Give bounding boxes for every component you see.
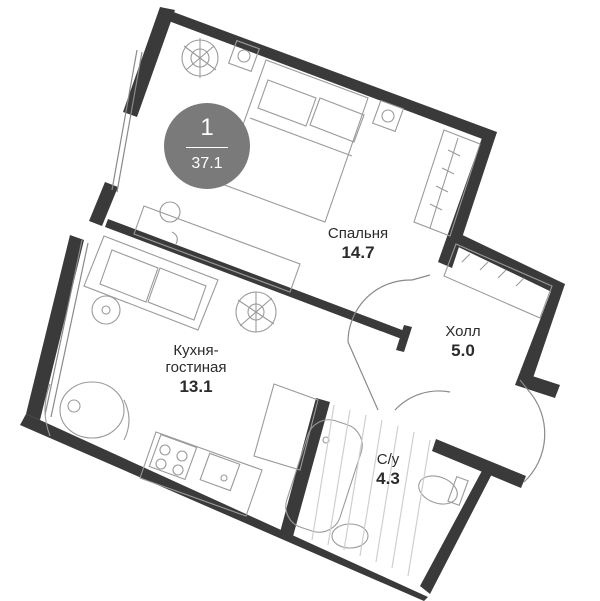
desk bbox=[133, 201, 301, 293]
room-area: 5.0 bbox=[451, 340, 475, 360]
coffee-table bbox=[91, 295, 121, 325]
rooms-count: 1 bbox=[200, 114, 214, 141]
room-name: С/у bbox=[376, 451, 400, 468]
total-area: 37.1 bbox=[191, 155, 223, 172]
room-label-hall: Холл 5.0 bbox=[428, 323, 498, 360]
dining-table-icon bbox=[44, 381, 130, 441]
badge-divider bbox=[186, 147, 228, 148]
plant-icon bbox=[235, 291, 277, 333]
hanger-icon bbox=[413, 129, 481, 237]
room-area: 14.7 bbox=[341, 242, 375, 262]
bathroom-floor-lines bbox=[311, 404, 431, 577]
room-label-living: Кухня- гостиная 13.1 bbox=[148, 342, 244, 396]
room-area: 4.3 bbox=[376, 468, 400, 488]
bathtub-icon bbox=[285, 419, 363, 533]
kitchen-counter bbox=[139, 383, 319, 517]
room-label-bedroom: Спальня 14.7 bbox=[318, 225, 398, 262]
plant-icon bbox=[181, 38, 219, 78]
toilet-icon bbox=[418, 475, 469, 506]
coffee-table-center bbox=[101, 305, 111, 315]
hall-wardrobe bbox=[443, 243, 553, 319]
windows bbox=[44, 49, 143, 418]
sofa-icon bbox=[83, 235, 219, 331]
unit-badge: 1 37.1 bbox=[164, 103, 250, 189]
sink-icon bbox=[331, 523, 369, 549]
room-area: 13.1 bbox=[179, 376, 213, 396]
sink-icon bbox=[199, 452, 241, 492]
room-name-line2: гостиная bbox=[165, 358, 227, 376]
walls bbox=[20, 7, 565, 601]
room-name: Холл bbox=[445, 323, 481, 340]
room-label-bathroom: С/у 4.3 bbox=[360, 451, 416, 488]
stove-icon bbox=[148, 433, 198, 481]
room-name: Спальня bbox=[327, 225, 389, 242]
room-name-line1: Кухня- bbox=[173, 342, 219, 359]
doors bbox=[347, 274, 546, 483]
lamp-icon bbox=[227, 39, 405, 133]
